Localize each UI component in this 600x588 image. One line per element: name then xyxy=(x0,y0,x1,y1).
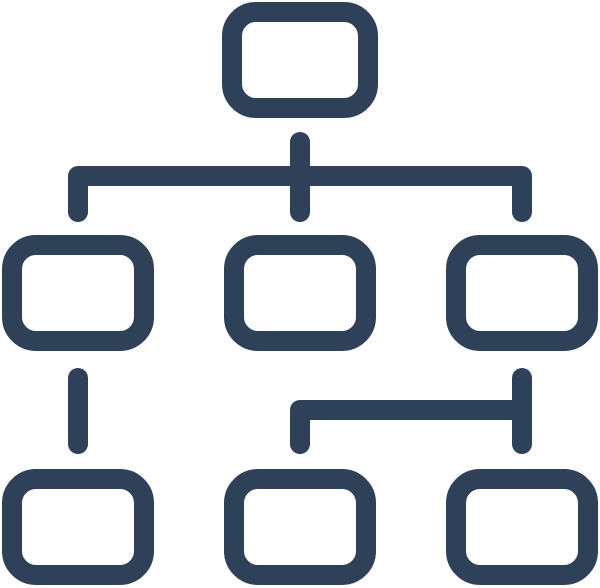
connector-right-bracket xyxy=(290,400,532,454)
node-root xyxy=(222,2,378,118)
node-level2-left xyxy=(2,235,154,351)
node-level3-left xyxy=(2,469,154,585)
connector-bus xyxy=(68,166,532,222)
node-level3-center xyxy=(224,469,376,585)
node-level2-right xyxy=(446,235,598,351)
node-level3-right xyxy=(446,469,598,585)
node-level2-center xyxy=(224,235,376,351)
